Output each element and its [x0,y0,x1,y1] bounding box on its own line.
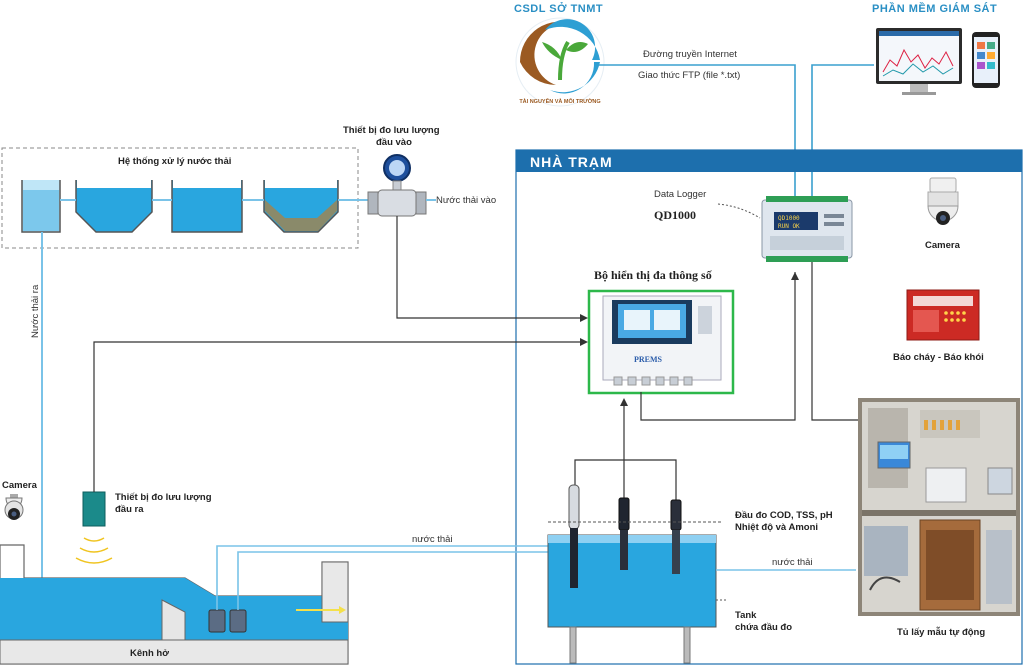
flowmeter-icon [367,154,427,217]
arrow-icon [580,338,588,346]
sampler-label: Tủ lấy mẫu tự động [897,627,985,638]
flowmeter-out-label1: Thiết bị đo lưu lượng [115,492,212,503]
dome-camera-icon [4,494,24,520]
datalogger-label: Data Logger [654,189,706,200]
probe-label1: Đầu đo COD, TSS, pH [735,510,833,521]
ftp-label: Giao thức FTP (file *.txt) [638,70,740,81]
flowmeter-in-label1: Thiết bị đo lưu lượng [343,125,440,136]
qd1000-label: QD1000 [654,208,696,222]
wastewater-cabinet-label: nước thải [772,557,813,568]
arrow-icon [339,606,346,614]
treatment-system-title: Hệ thống xử lý nước thải [118,156,231,167]
software-title: PHẦN MỀM GIÁM SÁT [872,2,997,15]
arrow-icon [620,398,628,406]
arrow-icon [791,272,799,280]
open-channel-label: Kênh hở [130,648,169,659]
display-frame [587,289,735,395]
monitor-icon [876,28,962,95]
station-header [516,150,1022,172]
phone-icon [972,32,1000,88]
fire-label: Báo cháy - Báo khói [893,352,984,363]
camera-station-label: Camera [925,240,961,251]
pump-icon [208,609,247,633]
datalogger-icon: QD1000 RUN OK [761,196,853,262]
logo-caption: TÀI NGUYÊN VÀ MÔI TRƯỜNG [519,97,600,105]
cabinet-photo-icon [858,398,1020,616]
water-out-label: Nước thải ra [30,284,41,338]
ultrasonic-sensor-icon [75,491,113,564]
camera-channel-label: Camera [2,480,38,491]
treatment-tanks [21,180,339,233]
arrow-icon [580,314,588,322]
wastewater-pipe-label: nước thải [412,534,453,545]
dome-camera-icon [927,177,959,225]
treatment-system-box [1,147,359,249]
open-channel [0,544,349,665]
fire-panel-icon [906,289,980,341]
logo-icon [515,17,605,107]
display-unit-icon: PREMS [602,295,722,386]
csdl-title: CSDL SỞ TNMT [514,2,603,15]
display-brand: PREMS [634,355,663,364]
internet-label: Đường truyền Internet [643,49,737,60]
logger-screen-line2: RUN OK [778,223,800,230]
logger-screen-line1: QD1000 [778,215,800,222]
display-title: Bộ hiển thị đa thông số [594,268,713,282]
station-title: NHÀ TRẠM [530,154,613,170]
probe-label2: Nhiệt độ và Amoni [735,522,818,533]
flowmeter-in-label2: đầu vào [376,137,412,148]
flowmeter-out-label2: đầu ra [115,504,144,515]
water-in-label: Nước thải vào [436,195,496,206]
tank-label2: chứa đầu đo [735,622,792,633]
tank-label1: Tank [735,610,757,621]
